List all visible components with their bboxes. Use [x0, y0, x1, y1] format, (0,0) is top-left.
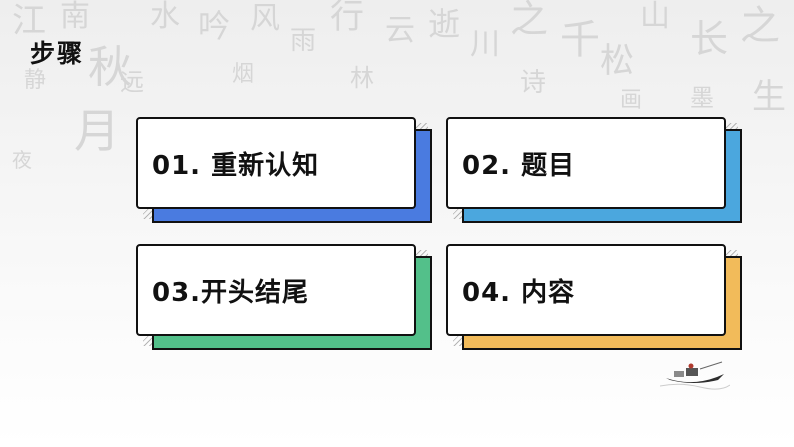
card-face: 02. 题目	[446, 117, 726, 209]
card-face: 03.开头结尾	[136, 244, 416, 336]
step-card-2[interactable]: 02. 题目	[446, 117, 742, 223]
step-label: 04. 内容	[462, 277, 576, 308]
card-face: 04. 内容	[446, 244, 726, 336]
card-face: 01. 重新认知	[136, 117, 416, 209]
step-label: 02. 题目	[462, 150, 576, 181]
step-card-3[interactable]: 03.开头结尾	[136, 244, 432, 350]
step-label: 01. 重新认知	[152, 150, 320, 181]
boat-illustration	[660, 361, 730, 390]
step-card-1[interactable]: 01. 重新认知	[136, 117, 432, 223]
step-card-4[interactable]: 04. 内容	[446, 244, 742, 350]
slide-title: 步骤	[30, 39, 85, 68]
step-label: 03.开头结尾	[152, 277, 310, 308]
